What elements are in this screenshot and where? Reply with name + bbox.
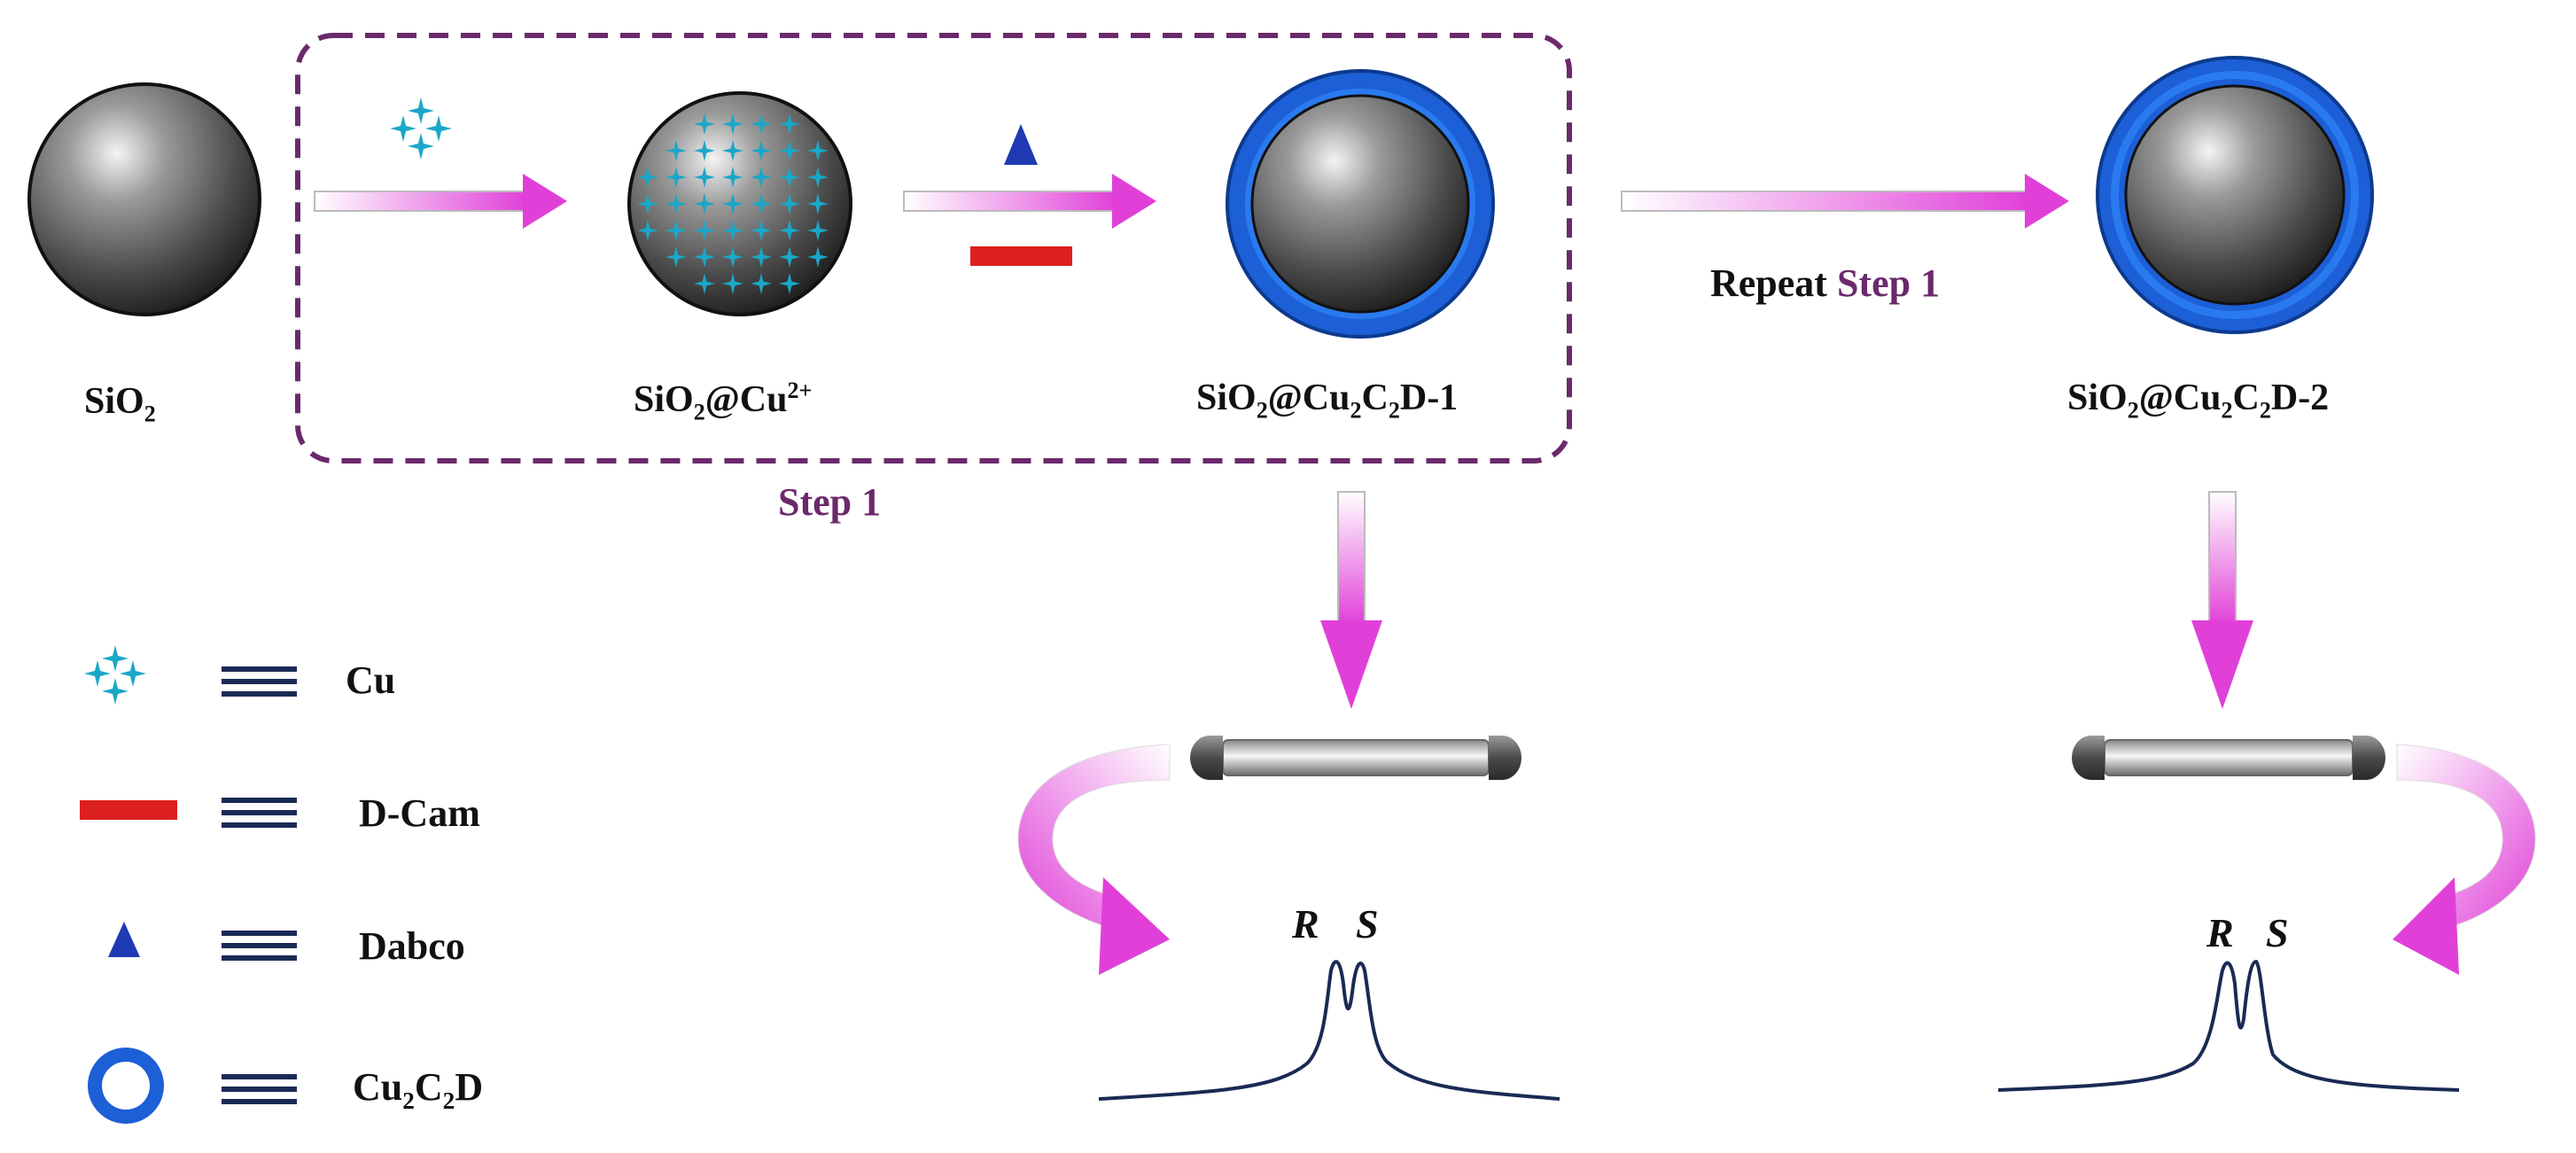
- curved-arrow-left: [1017, 744, 1171, 975]
- arrow-add-ligands: [903, 174, 1156, 229]
- legend-label-dcam: D-Cam: [359, 791, 480, 835]
- legend-dcam-icon: [80, 800, 177, 820]
- label-step1: Step 1: [778, 480, 882, 524]
- core-shell-1: [1226, 69, 1495, 339]
- sio2-sphere: [27, 82, 261, 316]
- legend-dabco-icon: [108, 922, 140, 957]
- sio2-cu-sphere: [627, 91, 852, 316]
- peak-label-s-1: S: [1356, 901, 1379, 947]
- step1-box: [295, 33, 1572, 464]
- dcam-bar-icon: [970, 246, 1072, 266]
- peak-label-r-1: R: [1292, 901, 1319, 947]
- arrow-down-1: [1320, 491, 1382, 709]
- legend-label-dabco: Dabco: [359, 924, 465, 968]
- label-sio2: SiO2: [84, 381, 156, 427]
- hplc-column-1: [1190, 736, 1521, 780]
- legend-label-cu2c2d: Cu2C2D: [353, 1065, 484, 1114]
- legend-shell-icon: [88, 1048, 164, 1124]
- hplc-column-2: [2072, 736, 2385, 780]
- arrow-down-2: [2191, 491, 2253, 709]
- chromatogram-2: [1997, 959, 2460, 1092]
- peak-label-r-2: R: [2206, 910, 2234, 955]
- chromatogram-1: [1098, 960, 1560, 1101]
- label-sio2-cu: SiO2@Cu2+: [634, 378, 813, 425]
- curved-arrow-right: [2393, 744, 2536, 975]
- arrow-add-copper: [314, 174, 567, 229]
- label-sio2-cu2c2d-2: SiO2@Cu2C2D-2: [2067, 378, 2330, 424]
- label-repeat-step1: Repeat Step 1: [1710, 261, 1941, 305]
- label-sio2-cu2c2d-1: SiO2@Cu2C2D-1: [1196, 378, 1459, 424]
- triple-bar-icon: [222, 666, 297, 1104]
- legend-label-cu: Cu: [346, 658, 396, 702]
- dabco-triangle-icon: [1004, 124, 1038, 165]
- legend-copper-icon: [84, 645, 146, 705]
- core-shell-2: [2096, 56, 2374, 334]
- copper-icon: [390, 97, 452, 160]
- peak-label-s-2: S: [2266, 910, 2289, 955]
- arrow-repeat: [1621, 174, 2069, 229]
